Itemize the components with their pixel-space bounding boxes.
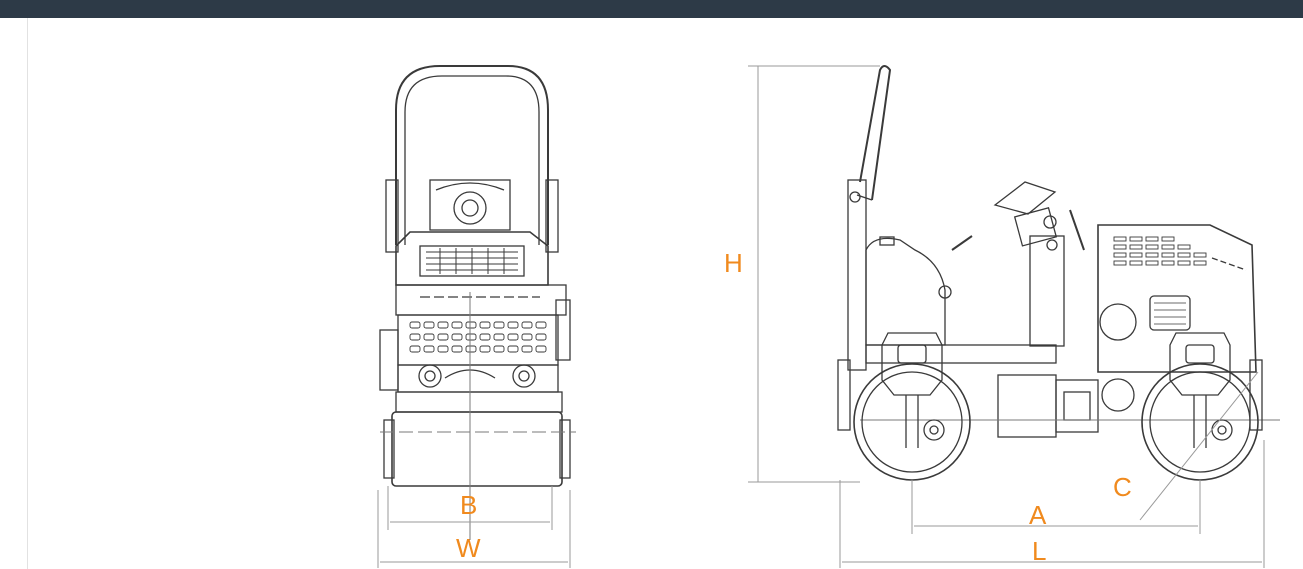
dim-label-h: H — [724, 248, 743, 278]
dim-label-w: W — [456, 533, 481, 563]
dim-label-c: C — [1113, 472, 1132, 502]
side-view-dimensions — [748, 65, 1265, 568]
dim-label-b: B — [460, 490, 477, 520]
header-bar — [0, 0, 1303, 18]
front-view-dimensions — [377, 486, 571, 568]
front-view — [379, 65, 576, 540]
dim-label-l: L — [1032, 536, 1046, 566]
side-view — [837, 65, 1280, 481]
dim-label-a: A — [1029, 500, 1047, 530]
drawing-panel — [27, 18, 1303, 569]
